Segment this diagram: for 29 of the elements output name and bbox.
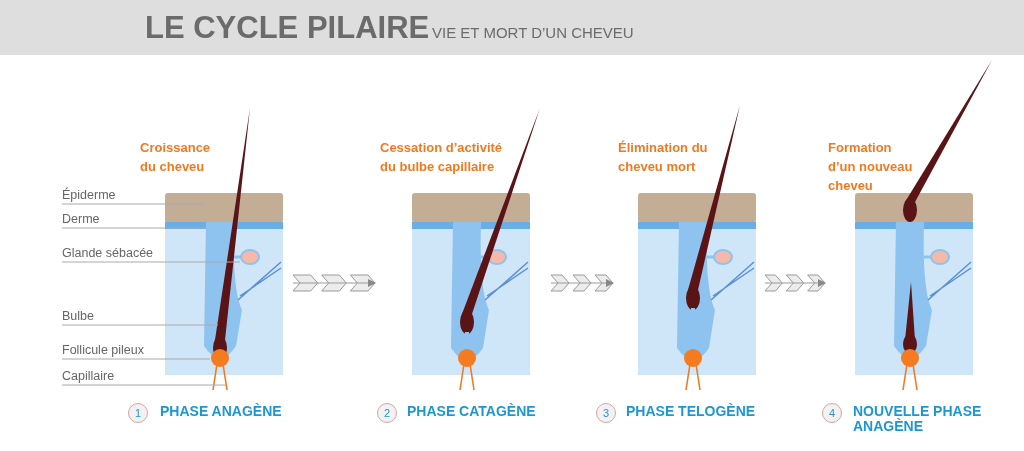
leader-line [61, 203, 206, 205]
part-label: Follicule pileux [62, 342, 144, 358]
chevron-arrow [764, 274, 826, 292]
leader-line [61, 227, 206, 229]
step-number: 2 [377, 403, 397, 423]
leader-line [61, 384, 227, 386]
part-label: Bulbe [62, 308, 94, 324]
leader-line [61, 358, 211, 360]
chevron-arrow [292, 274, 376, 292]
step-number: 1 [128, 403, 148, 423]
title: LE CYCLE PILAIRE [145, 10, 430, 46]
phase-name: NOUVELLE PHASE ANAGÈNE [853, 404, 983, 434]
phase-name: PHASE CATAGÈNE [407, 404, 537, 419]
step-number: 4 [822, 403, 842, 423]
leader-line [61, 324, 219, 326]
part-label: Glande sébacée [62, 245, 154, 261]
step-number: 3 [596, 403, 616, 423]
phase-heading: Cessation d’activité du bulbe capillaire [380, 139, 504, 176]
subtitle: VIE ET MORT D’UN CHEVEU [432, 24, 634, 41]
phase-heading: Formation d’un nouveau cheveu [828, 139, 914, 195]
part-label: Épiderme [62, 187, 116, 203]
phase-heading: Élimination du cheveu mort [618, 139, 709, 176]
part-label: Derme [62, 211, 100, 227]
phase-heading: Croissance du cheveu [140, 139, 212, 176]
phase-name: PHASE ANAGÈNE [160, 404, 283, 419]
phase-name: PHASE TELOGÈNE [626, 404, 757, 419]
part-label: Capillaire [62, 368, 115, 384]
chevron-arrow [550, 274, 614, 292]
leader-line [61, 261, 241, 263]
